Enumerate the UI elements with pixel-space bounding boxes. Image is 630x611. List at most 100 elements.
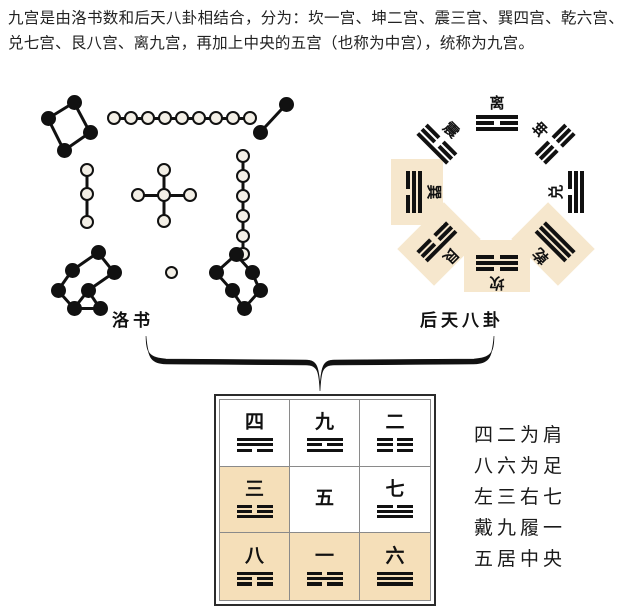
luoshu-dot-group-four	[28, 94, 318, 334]
yang-line	[306, 577, 343, 581]
luoshu-dot	[90, 244, 106, 260]
yang-line	[236, 515, 273, 519]
luoshu-caption: 洛书	[112, 311, 154, 331]
yin-line	[377, 443, 413, 447]
yin-line	[476, 255, 518, 259]
yin-line	[476, 121, 518, 125]
yin-line	[236, 509, 273, 514]
trigram-lines	[306, 570, 343, 588]
yang-line	[476, 127, 518, 131]
luoshu-dot	[158, 111, 172, 125]
palace-cell-number: 二	[385, 410, 405, 433]
luoshu-verse: 四二为肩八六为足左三右七戴九履一五居中央	[474, 420, 622, 575]
luoshu-dot-link	[114, 116, 131, 120]
yin-line	[377, 437, 413, 442]
bagua-trigram-top: 离	[464, 94, 530, 146]
luoshu-dot	[236, 209, 250, 223]
yang-line	[476, 115, 518, 119]
verse-line: 四二为肩	[474, 424, 567, 446]
luoshu-dot	[141, 111, 155, 125]
luoshu-dot-link	[148, 116, 165, 120]
luoshu-dot	[106, 264, 122, 280]
luoshu-dot-link	[164, 193, 190, 197]
luoshu-dot	[226, 111, 240, 125]
luoshu-dot	[157, 163, 171, 177]
luoshu-dot-group-nine	[28, 94, 318, 334]
yin-line	[306, 443, 343, 447]
luoshu-dot	[236, 169, 250, 183]
trigram-lines	[236, 503, 273, 521]
trigram-lines	[377, 436, 413, 454]
yin-line	[476, 267, 518, 271]
palace-cell-number: 三	[244, 477, 264, 500]
luoshu-dot-link	[165, 116, 182, 120]
yang-line	[580, 171, 584, 213]
luoshu-dot	[183, 188, 197, 202]
luoshu-dot	[236, 149, 250, 163]
luoshu-dot	[82, 124, 98, 140]
yin-line	[236, 577, 273, 581]
palace-cell: 八	[220, 533, 290, 600]
verse-line: 左三右七	[474, 486, 567, 508]
trigram-lines	[236, 570, 273, 588]
nine-palace-square: 四九二三五七八一六	[214, 394, 436, 606]
yang-line	[236, 437, 273, 442]
trigram-lines	[404, 171, 424, 213]
brace-svg	[145, 335, 495, 392]
trigram-lines	[236, 436, 273, 454]
luoshu-dot-group-six	[28, 94, 318, 334]
trigram-lines	[306, 436, 343, 454]
palace-cell-number: 七	[385, 477, 405, 500]
palace-cell-number: 八	[244, 544, 264, 567]
palace-cell: 九	[290, 400, 360, 467]
luoshu-dot	[192, 111, 206, 125]
bagua-trigram-label: 离	[489, 94, 505, 112]
trigram-lines	[476, 253, 518, 273]
yang-line	[377, 582, 413, 586]
luoshu-dot	[236, 300, 252, 316]
luoshu-dot	[243, 111, 257, 125]
bagua-trigram-label: 兑	[547, 184, 565, 200]
luoshu-dot	[228, 246, 244, 262]
yang-line	[306, 448, 343, 452]
luoshu-dot-link	[131, 116, 148, 120]
luoshu-dot	[40, 110, 56, 126]
luoshu-dot-link	[233, 116, 250, 120]
yin-line	[236, 582, 273, 586]
curly-brace-connector	[140, 332, 500, 394]
luoshu-dot-link	[199, 116, 216, 120]
trigram-lines	[476, 113, 518, 133]
luoshu-dot-link	[182, 116, 199, 120]
luoshu-dot	[157, 214, 171, 228]
palace-cell-number: 五	[314, 487, 334, 510]
luoshu-dot	[252, 282, 268, 298]
yang-line	[418, 171, 422, 213]
yang-line	[306, 437, 343, 442]
yin-line	[377, 504, 413, 508]
luoshu-dot	[175, 111, 189, 125]
palace-cell-number: 九	[314, 410, 334, 433]
luoshu-dot	[131, 188, 145, 202]
yin-line	[377, 448, 413, 452]
luoshu-dot	[278, 96, 294, 112]
yang-line	[412, 171, 416, 213]
luoshu-dot	[157, 188, 171, 202]
verse-line: 八六为足	[474, 455, 567, 477]
luoshu-dot	[208, 264, 224, 280]
yin-line	[416, 221, 449, 254]
luoshu-dot	[66, 300, 82, 316]
luoshu-dot-group-eight	[28, 94, 318, 334]
yang-line	[236, 571, 273, 575]
luoshu-dot	[80, 163, 94, 177]
trigram-lines	[377, 570, 413, 588]
palace-cell: 六	[360, 533, 430, 600]
intro-paragraph: 九宫是由洛书数和后天八卦相结合，分为：坎一宫、坤二宫、震三宫、巽四宫、乾六宫、兑…	[8, 9, 624, 52]
bagua-trigram-label: 巽	[425, 184, 443, 200]
yang-line	[377, 571, 413, 575]
houtian-bagua-diagram: 离坤兑乾坎艮巽震	[372, 94, 622, 314]
luoshu-dot	[236, 229, 250, 243]
luoshu-dot-group-five	[28, 94, 318, 334]
trigram-lines	[566, 171, 586, 213]
luoshu-dot	[80, 187, 94, 201]
palace-cell-number: 一	[314, 544, 334, 567]
